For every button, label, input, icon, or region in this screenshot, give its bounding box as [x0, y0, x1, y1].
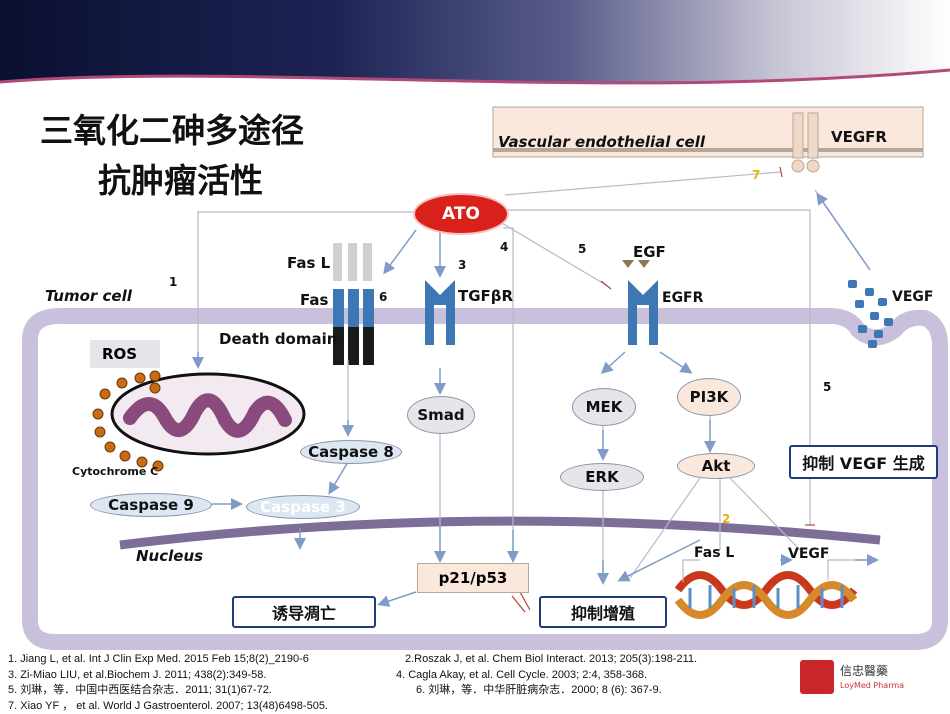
tgfbr-receptor: [425, 280, 455, 345]
reference-5: 5. 刘琳，等．中国中西医结合杂志．2011; 31(1)67-72.: [8, 684, 272, 696]
egf-ligands: [622, 260, 650, 268]
reference-6: 6. 刘琳，等．中华肝脏病杂志．2000; 8 (6): 367-9.: [416, 684, 662, 696]
reference-7: 7. Xiao YF ， et al. World J Gastroentero…: [8, 700, 328, 712]
tumor-cell-membrane: [22, 308, 948, 650]
company-logo-name: 信忠醫藥: [840, 664, 889, 678]
mitochondrion: [110, 372, 306, 456]
vegf-outcome-box: 抑制 VEGF 生成: [789, 445, 938, 479]
reference-1: 1. Jiang L, et al. Int J Clin Exp Med. 2…: [8, 653, 309, 665]
caspase9-node: Caspase 9: [90, 493, 212, 517]
apoptosis-outcome-label: 诱导凋亡: [271, 604, 336, 623]
fas-l-ligand: [333, 243, 372, 281]
egf-label: EGF: [633, 243, 666, 261]
title-line-2: 抗肿瘤活性: [98, 161, 263, 200]
apoptosis-outcome-box: 诱导凋亡: [232, 596, 376, 628]
erk-node: ERK: [560, 463, 644, 491]
caspase9-label: Caspase 9: [108, 496, 194, 514]
p21p53-label: p21/p53: [438, 569, 508, 587]
vegf-outcome-label: 抑制 VEGF 生成: [802, 454, 925, 473]
ros-box: ROS: [90, 340, 160, 368]
banner-wave: [0, 68, 950, 102]
smad-node: Smad: [407, 396, 475, 434]
cytochrome-c-label: Cytochrome C: [72, 465, 159, 478]
death-domain-label: Death domain: [219, 330, 338, 348]
nucleus-membrane: [119, 516, 881, 550]
p21p53-box: p21/p53: [417, 563, 529, 593]
vegf-particles: [848, 280, 893, 348]
dna-helix: [674, 571, 858, 619]
ato-label: ATO: [442, 204, 480, 224]
pathway-number-2: 2: [722, 512, 731, 526]
title-line-1: 三氧化二砷多途径: [40, 111, 304, 150]
nucleus-label: Nucleus: [136, 547, 204, 565]
cytochrome-c-dots: [92, 370, 164, 472]
pathway-number-5b: 5: [823, 380, 832, 394]
pathway-number-1: 1: [169, 275, 178, 289]
pathway-number-3: 3: [458, 258, 467, 272]
pi3k-node: PI3K: [677, 378, 741, 416]
pathway-number-6: 6: [379, 290, 388, 304]
egfr-receptor: [628, 280, 658, 345]
ros-label: ROS: [102, 345, 138, 363]
pathway-number-7: 7: [752, 168, 761, 182]
vegf-secreted-label: VEGF: [892, 289, 934, 305]
caspase3-node: Caspase 3: [246, 495, 360, 519]
egfr-label: EGFR: [662, 290, 704, 306]
mek-node: MEK: [572, 388, 636, 426]
reference-3: 3. Zi-Miao LIU, et al.Biochem J. 2011; 4…: [8, 669, 267, 681]
fas-l-label: Fas L: [287, 254, 331, 272]
erk-label: ERK: [585, 468, 619, 486]
vegf-gene-label: VEGF: [788, 546, 830, 562]
vegfr-label: VEGFR: [831, 128, 887, 146]
proliferation-outcome-box: 抑制增殖: [539, 596, 667, 628]
akt-node: Akt: [677, 453, 755, 479]
mek-label: MEK: [585, 398, 623, 416]
caspase8-label: Caspase 8: [308, 443, 394, 461]
tumor-cell-label: Tumor cell: [45, 287, 132, 305]
fas-receptor: [333, 289, 374, 365]
page-title: 三氧化二砷多途径 抗肿瘤活性: [40, 106, 304, 206]
reference-4: 4. Cagla Akay, et al. Cell Cycle. 2003; …: [396, 669, 648, 681]
company-logo-mark: [800, 660, 834, 694]
endothelial-cell-label: Vascular endothelial cell: [498, 133, 705, 151]
pi3k-label: PI3K: [689, 388, 729, 406]
ato-node: ATO: [413, 193, 509, 235]
smad-label: Smad: [417, 406, 465, 424]
fas-label: Fas: [300, 291, 329, 309]
fas-l-gene-label: Fas L: [694, 545, 735, 561]
reference-2: 2.Roszak J, et al. Chem Biol Interact. 2…: [405, 653, 698, 665]
pathway-number-5a: 5: [578, 242, 587, 256]
tgfbr-label: TGFβR: [458, 287, 514, 305]
caspase3-label: Caspase 3: [260, 498, 346, 516]
proliferation-outcome-label: 抑制增殖: [570, 604, 635, 623]
company-logo-sub: LoyMed Pharma: [840, 681, 905, 690]
akt-label: Akt: [701, 457, 731, 475]
vegfr-receptor: [791, 112, 820, 173]
caspase8-node: Caspase 8: [300, 440, 402, 464]
pathway-number-4: 4: [500, 240, 509, 254]
